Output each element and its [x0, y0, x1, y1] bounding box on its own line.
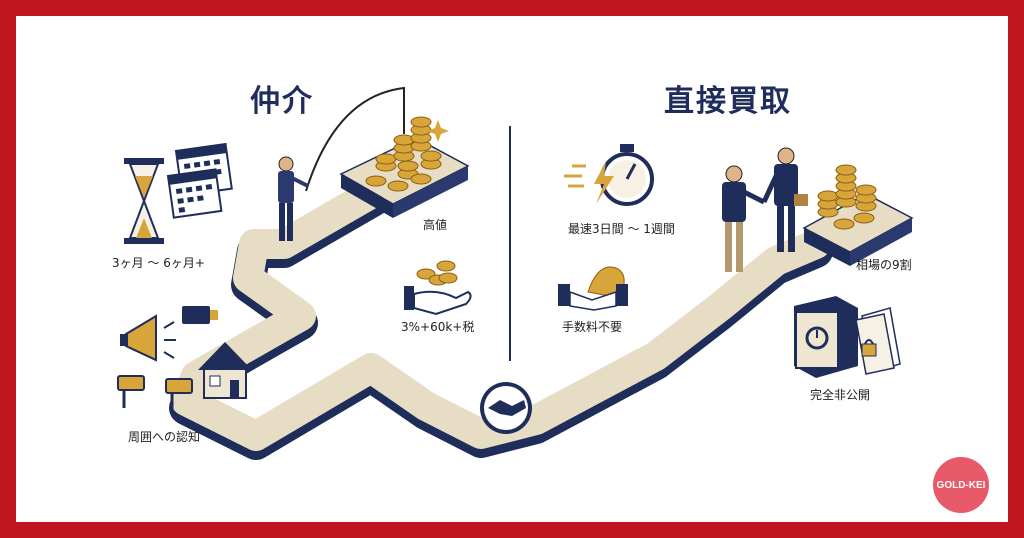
no-fee-label: 手数料不要	[562, 320, 623, 334]
private-label: 完全非公開	[810, 388, 871, 402]
calendar-icon	[166, 142, 233, 219]
market-ratio-label: 相場の9割	[856, 258, 912, 272]
businessmen-icon	[722, 147, 808, 272]
stopwatch-icon	[564, 144, 654, 206]
market-ratio-platform	[802, 164, 914, 266]
right-title: 直接買取	[664, 84, 792, 119]
high-price-label: 高値	[423, 218, 448, 232]
coin-hand-icon	[404, 260, 472, 316]
gold-kei-badge[interactable]: GOLD-KEI	[933, 457, 989, 513]
awareness-label: 周囲への認知	[128, 430, 201, 444]
house-icon	[198, 342, 252, 399]
hourglass-icon	[124, 158, 164, 244]
fee-free-handshake-icon	[558, 266, 628, 311]
fishing-man-icon	[278, 86, 405, 241]
sparkle-icon	[427, 120, 449, 142]
winding-path	[169, 169, 833, 460]
coin-stack-icon	[365, 116, 442, 192]
megaphone-icon	[120, 314, 176, 362]
fee-label: 3%+60k+税	[401, 320, 475, 334]
fastest-label: 最速3日間 〜 1週間	[568, 222, 675, 236]
diagram-art	[117, 86, 914, 460]
diagram-canvas: 仲介 直接買取 3ヶ月 〜 6ヶ月+ 高値 3%+60k+税 周囲への認知 最速…	[16, 16, 1008, 522]
period-label: 3ヶ月 〜 6ヶ月+	[112, 256, 205, 270]
safe-icon	[794, 296, 858, 378]
camera-icon	[117, 306, 218, 411]
handshake-icon	[480, 382, 532, 434]
document-lock-icon	[855, 307, 901, 375]
left-title: 仲介	[250, 84, 314, 119]
